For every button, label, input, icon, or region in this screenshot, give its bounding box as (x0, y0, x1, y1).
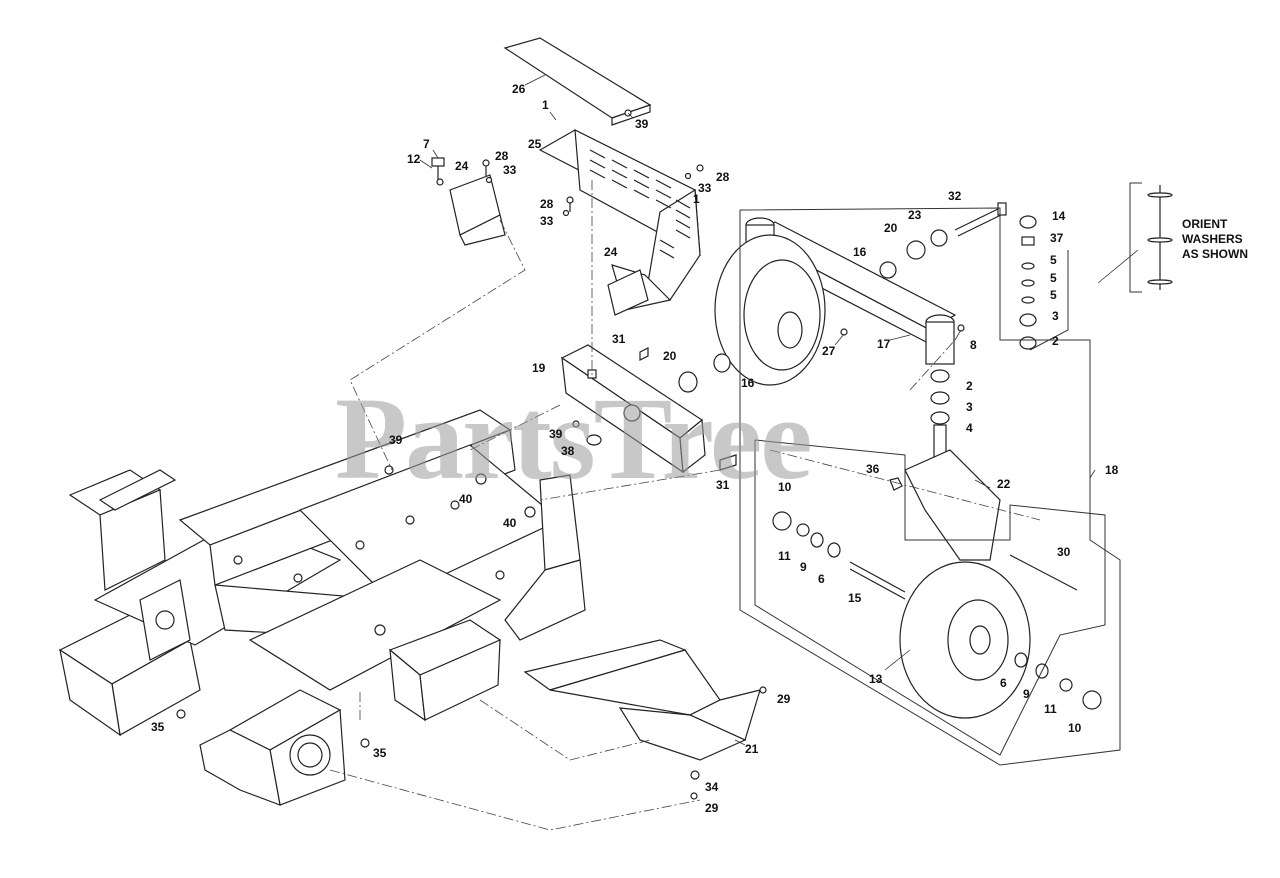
callout-39: 39 (389, 433, 403, 447)
callout-29: 29 (705, 801, 719, 815)
callout-23: 23 (908, 208, 922, 222)
callout-2: 2 (966, 379, 973, 393)
callout-labels: 26 1 39 7 12 24 28 33 25 28 33 28 33 1 3… (151, 82, 1119, 815)
assembly-boundaries (739, 182, 1142, 766)
callout-10: 10 (778, 480, 792, 494)
callout-6: 6 (818, 572, 825, 586)
callout-35: 35 (373, 746, 387, 760)
small-hardware (176, 324, 965, 800)
top-cover-assembly (431, 37, 704, 316)
callout-2: 2 (1052, 334, 1059, 348)
callout-32: 32 (948, 189, 962, 203)
callout-31: 31 (612, 332, 626, 346)
callout-5: 5 (1050, 271, 1057, 285)
callout-10: 10 (1068, 721, 1082, 735)
callout-35: 35 (151, 720, 165, 734)
callout-34: 34 (705, 780, 719, 794)
callout-16: 16 (741, 376, 755, 390)
callout-39: 39 (635, 117, 649, 131)
callout-24: 24 (604, 245, 618, 259)
callout-40: 40 (503, 516, 517, 530)
callout-18: 18 (1105, 463, 1119, 477)
callout-24: 24 (455, 159, 469, 173)
callout-28: 28 (716, 170, 730, 184)
callout-12: 12 (407, 152, 421, 166)
callout-37: 37 (1050, 231, 1064, 245)
callout-9: 9 (800, 560, 807, 574)
callout-30: 30 (1057, 545, 1071, 559)
callout-6: 6 (1000, 676, 1007, 690)
callout-5: 5 (1050, 288, 1057, 302)
callout-1: 1 (693, 192, 700, 206)
leader-lines (419, 74, 1096, 746)
callout-33: 33 (698, 181, 712, 195)
note-line-2: WASHERS (1182, 232, 1243, 246)
callout-39: 39 (549, 427, 563, 441)
note-line-1: ORIENT (1182, 217, 1228, 231)
callout-3: 3 (1052, 309, 1059, 323)
callout-22: 22 (997, 477, 1011, 491)
callout-31: 31 (716, 478, 730, 492)
callout-17: 17 (877, 337, 891, 351)
callout-36: 36 (866, 462, 880, 476)
callout-14: 14 (1052, 209, 1066, 223)
callout-40: 40 (459, 492, 473, 506)
skid-plate-21 (523, 639, 761, 761)
watermark-text: PartsTree (335, 373, 811, 504)
callout-1: 1 (542, 98, 549, 112)
callout-15: 15 (848, 591, 862, 605)
main-frame (58, 409, 586, 806)
caster-assembly-upper (713, 202, 1037, 386)
callout-20: 20 (884, 221, 898, 235)
callout-16: 16 (853, 245, 867, 259)
orient-washers-note: ORIENT WASHERS AS SHOWN (1182, 217, 1248, 261)
callout-21: 21 (745, 742, 759, 756)
callout-5: 5 (1050, 253, 1057, 267)
washer-orientation-symbols (1097, 185, 1173, 290)
callout-19: 19 (532, 361, 546, 375)
callout-11: 11 (778, 549, 791, 563)
callout-20: 20 (663, 349, 677, 363)
caster-assembly-lower (772, 369, 1102, 719)
callout-3: 3 (966, 400, 973, 414)
callout-26: 26 (512, 82, 526, 96)
front-bracket-19 (560, 344, 737, 474)
callout-29: 29 (777, 692, 791, 706)
callout-28: 28 (495, 149, 509, 163)
note-line-3: AS SHOWN (1182, 247, 1248, 261)
callout-28: 28 (540, 197, 554, 211)
callout-33: 33 (503, 163, 517, 177)
callout-7: 7 (423, 137, 430, 151)
callout-25: 25 (528, 137, 542, 151)
callout-13: 13 (869, 672, 883, 686)
callout-38: 38 (561, 444, 575, 458)
callout-8: 8 (970, 338, 977, 352)
callout-4: 4 (966, 421, 973, 435)
callout-27: 27 (822, 344, 836, 358)
assembly-center-lines (329, 180, 1041, 831)
callout-33: 33 (540, 214, 554, 228)
callout-11: 11 (1044, 702, 1057, 716)
callout-9: 9 (1023, 687, 1030, 701)
